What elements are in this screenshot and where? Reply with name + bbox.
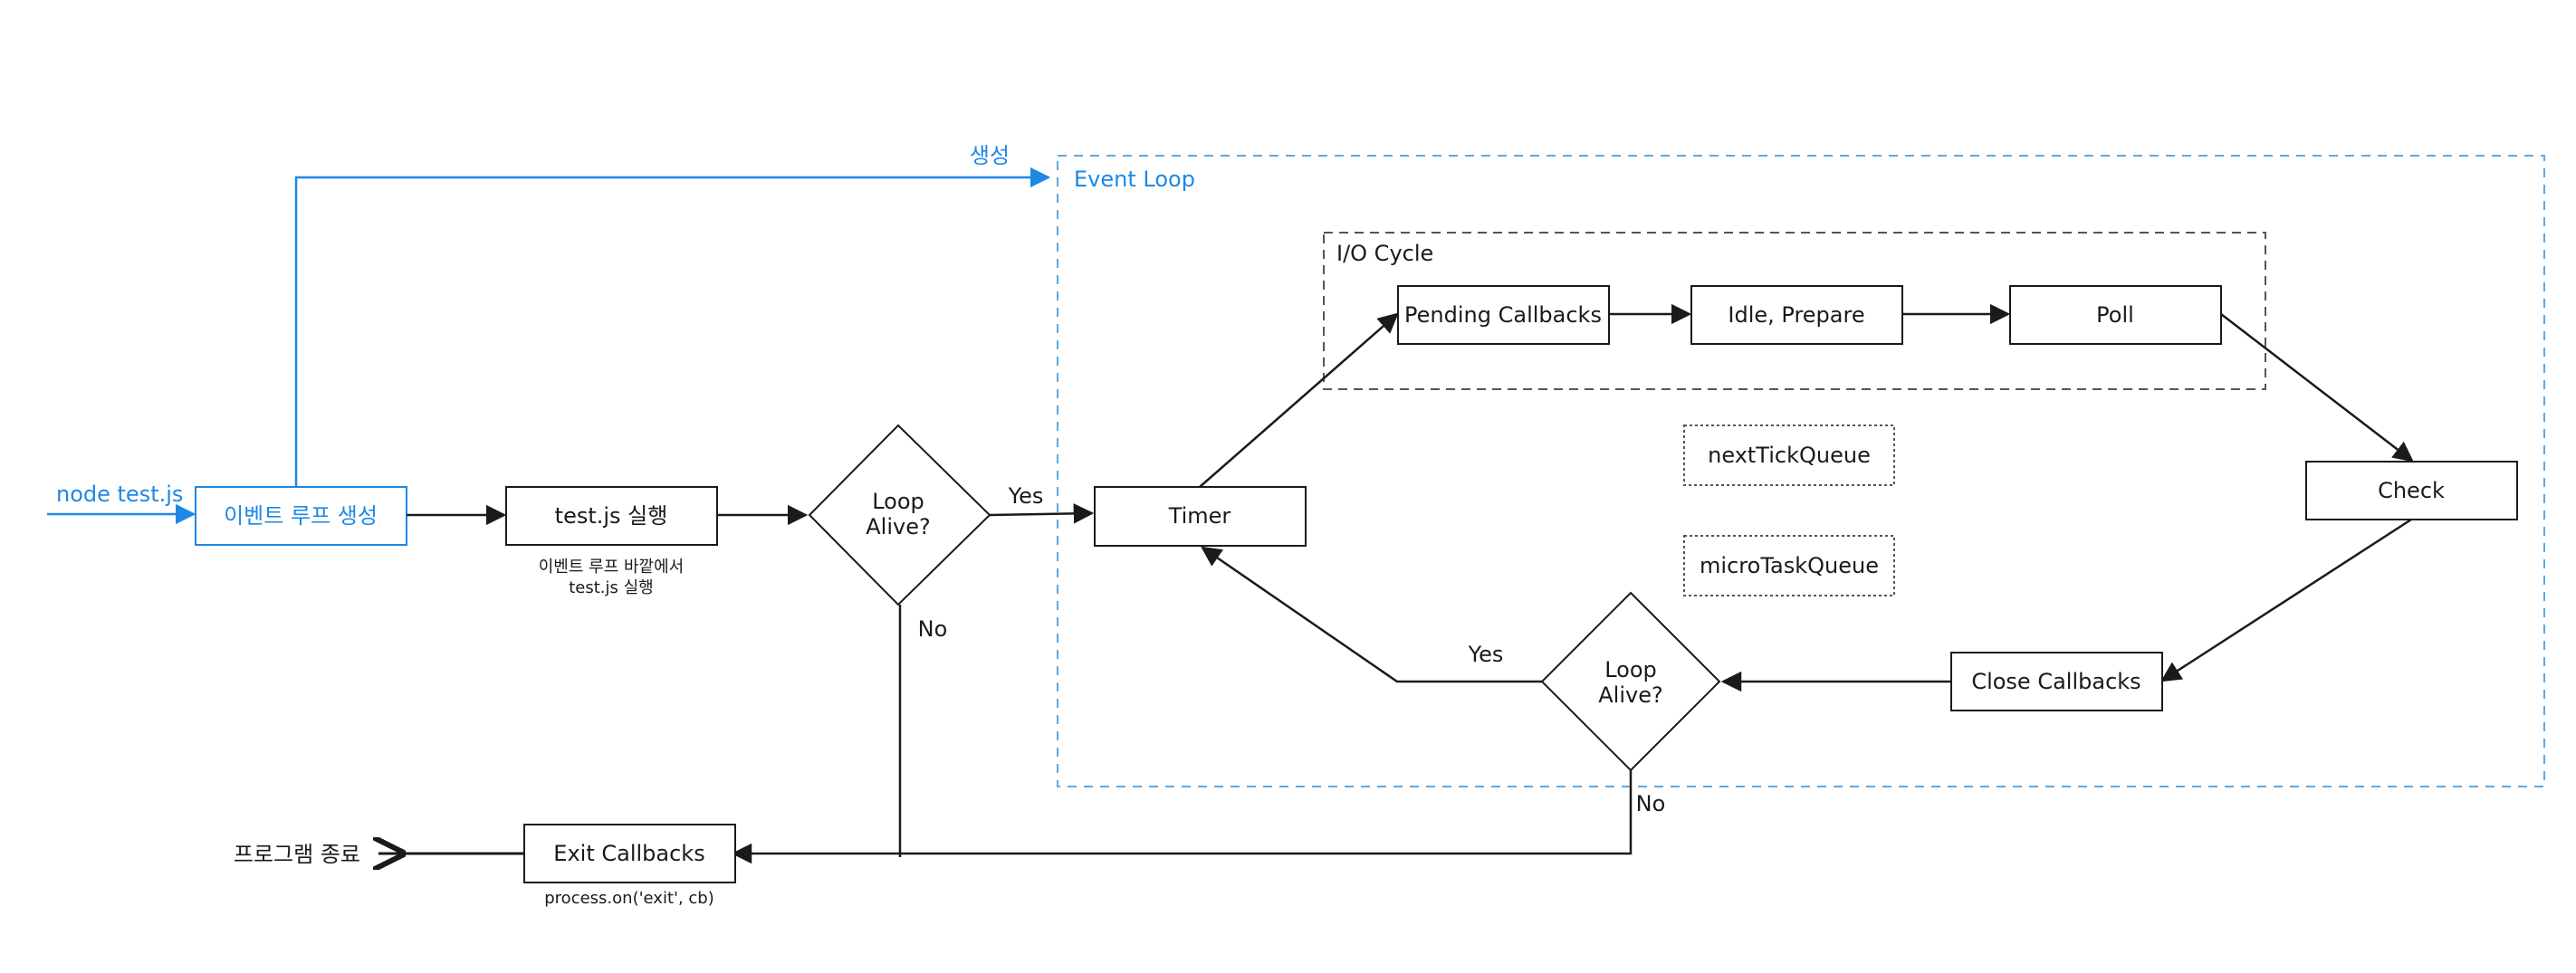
- edge-inner-no: [731, 770, 1633, 864]
- pending-callbacks-label: Pending Callbacks: [1404, 302, 1602, 328]
- loop-alive-outer-line2: Alive?: [866, 514, 930, 539]
- run-script-label: test.js 실행: [555, 503, 668, 529]
- close-callbacks-box: [1950, 652, 2163, 711]
- timer-label: Timer: [1168, 503, 1231, 529]
- check-box: [2305, 461, 2518, 520]
- outer-yes-label: Yes: [1008, 483, 1044, 509]
- check-label: Check: [2378, 478, 2445, 503]
- create-edge-label: 생성: [970, 143, 1010, 168]
- exit-callbacks-note: process.on('exit', cb): [544, 889, 714, 908]
- timer-box: [1094, 486, 1307, 547]
- inner-yes-label: Yes: [1468, 642, 1504, 667]
- micro-task-queue-box: [1683, 535, 1895, 596]
- loop-alive-outer-line1: Loop: [872, 489, 924, 514]
- run-script-note-2: test.js 실행: [569, 578, 654, 597]
- loop-alive-inner-line2: Alive?: [1598, 682, 1662, 708]
- loop-alive-inner-line1: Loop: [1604, 657, 1657, 682]
- next-tick-queue-label: nextTickQueue: [1708, 443, 1871, 468]
- idle-prepare-label: Idle, Prepare: [1728, 302, 1864, 328]
- edge-inner-yes: [1201, 546, 1542, 683]
- outer-no-label: No: [918, 616, 948, 642]
- loop-alive-outer-diamond: [808, 424, 991, 606]
- edge-outer-yes: [989, 503, 1095, 524]
- inner-no-label: No: [1636, 791, 1666, 816]
- create-edge: [294, 167, 1051, 487]
- idle-prepare-box: [1690, 285, 1903, 345]
- edge-timer-pending: [1199, 312, 1399, 488]
- poll-box: [2009, 285, 2222, 345]
- program-end-label: 프로그램 종료: [234, 842, 360, 867]
- micro-task-queue-label: microTaskQueue: [1700, 553, 1879, 578]
- next-tick-queue-box: [1683, 424, 1895, 486]
- exit-callbacks-label: Exit Callbacks: [553, 841, 704, 866]
- io-cycle-container: [1323, 232, 2266, 390]
- edge-poll-check: [2220, 313, 2414, 463]
- create-loop-label: 이벤트 루프 생성: [224, 503, 378, 529]
- create-loop-box: [195, 486, 407, 546]
- run-script-note-1: 이벤트 루프 바깥에서: [539, 558, 684, 577]
- event-loop-title: Event Loop: [1074, 167, 1195, 192]
- exit-callbacks-box: [523, 824, 736, 883]
- close-callbacks-label: Close Callbacks: [1971, 669, 2140, 694]
- pending-callbacks-box: [1397, 285, 1610, 345]
- entry-label: node test.js: [56, 482, 183, 507]
- event-loop-container: [1057, 155, 2545, 787]
- io-cycle-title: I/O Cycle: [1336, 241, 1433, 266]
- edge-check-close: [2160, 518, 2412, 682]
- poll-label: Poll: [2096, 302, 2134, 328]
